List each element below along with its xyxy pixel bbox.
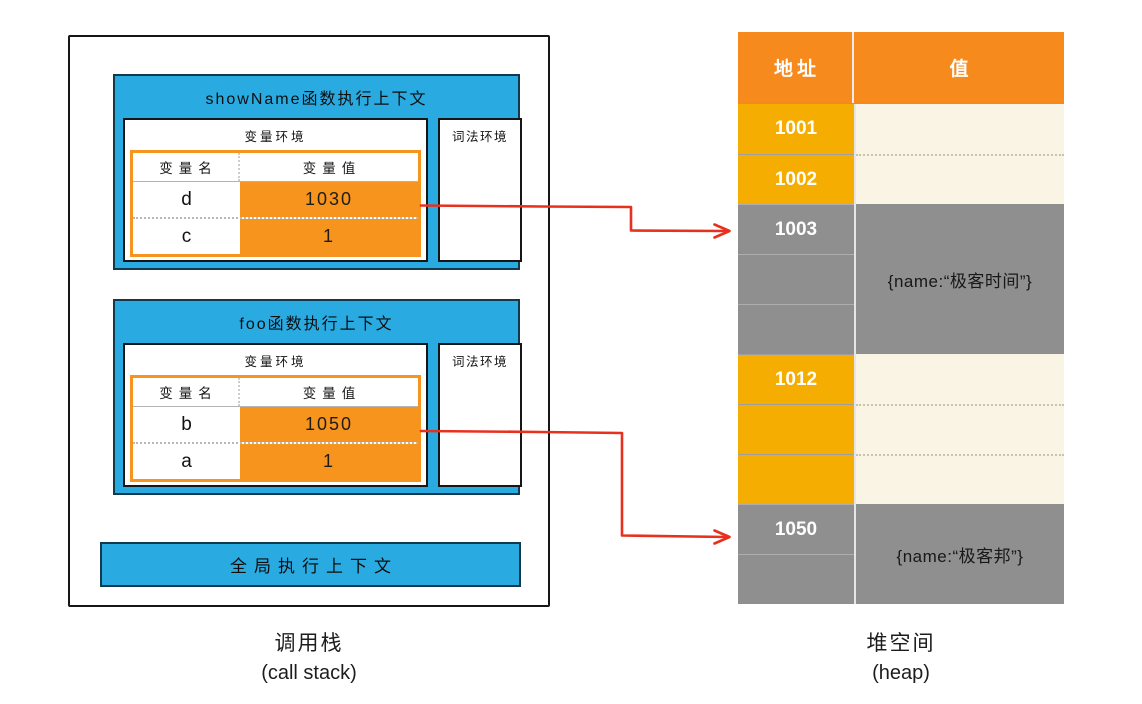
variable-value-cell: 1030 xyxy=(240,182,418,217)
arrowhead-icon xyxy=(713,529,731,545)
heap-address-cell: 1003 xyxy=(738,204,854,254)
heap-object-value-cell: {name:“极客邦”} xyxy=(856,504,1064,604)
variable-environment-box: 变量环境 变量名 变量值 d 1030 c 1 xyxy=(123,118,428,262)
caption-en: (call stack) xyxy=(261,662,357,684)
heap-address-cell: 1012 xyxy=(738,354,854,404)
variable-table: 变量名 变量值 d 1030 c 1 xyxy=(130,150,421,257)
variable-table-header: 变量名 变量值 xyxy=(133,153,418,182)
caption-en: (heap) xyxy=(872,662,930,684)
variable-name-cell: d xyxy=(133,182,240,217)
heap-address-cell xyxy=(738,304,854,354)
caption-zh: 调用栈 xyxy=(274,632,344,655)
variable-value-cell: 1050 xyxy=(240,407,418,442)
variable-name-cell: a xyxy=(133,444,240,479)
call-stack-container: showName函数执行上下文 变量环境 变量名 变量值 d 1030 c 1 xyxy=(68,35,550,607)
heap-value-header: 值 xyxy=(949,59,969,80)
heap-caption: 堆空间 (heap) xyxy=(781,627,1021,685)
variable-environment-label: 变量环境 xyxy=(244,355,307,369)
variable-name-cell: c xyxy=(133,219,240,254)
heap-object-value-cell: {name:“极客时间”} xyxy=(856,204,1064,354)
heap-address-cell: 1002 xyxy=(738,154,854,204)
variable-value-cell: 1 xyxy=(240,444,418,479)
variable-environment-box: 变量环境 变量名 变量值 b 1050 a 1 xyxy=(123,343,428,487)
variable-environment-label: 变量环境 xyxy=(244,130,307,144)
variable-name-header: 变量名 xyxy=(133,153,240,181)
lexical-environment-label: 词法环境 xyxy=(451,130,508,144)
heap-table: 地址 值 1001 1002 1003 1012 1050 {name:“极客时… xyxy=(738,32,1064,604)
arrowhead-icon xyxy=(713,223,731,239)
caption-zh: 堆空间 xyxy=(866,632,936,655)
variable-value-header: 变量值 xyxy=(302,386,362,401)
variable-table: 变量名 变量值 b 1050 a 1 xyxy=(130,375,421,482)
heap-address-cell xyxy=(738,554,854,604)
heap-value-column: {name:“极客时间”} {name:“极客邦”} xyxy=(854,104,1064,604)
heap-address-cell xyxy=(738,404,854,454)
variable-value-header: 变量值 xyxy=(302,161,362,176)
lexical-environment-box: 词法环境 xyxy=(438,118,522,262)
variable-name-cell: b xyxy=(133,407,240,442)
variable-row: a 1 xyxy=(133,442,418,479)
heap-value-cell-empty xyxy=(856,404,1064,454)
call-stack-caption: 调用栈 (call stack) xyxy=(189,627,429,685)
heap-value-cell-empty xyxy=(856,154,1064,204)
variable-row: d 1030 xyxy=(133,182,418,217)
heap-address-cell: 1001 xyxy=(738,104,854,154)
variable-row: c 1 xyxy=(133,217,418,254)
global-execution-context-bar: 全局执行上下文 xyxy=(100,542,521,587)
heap-address-cell: 1050 xyxy=(738,504,854,554)
heap-address-column: 1001 1002 1003 1012 1050 xyxy=(738,104,854,604)
heap-address-cell xyxy=(738,454,854,504)
heap-body: 1001 1002 1003 1012 1050 {name:“极客时间”} {… xyxy=(738,104,1064,604)
lexical-environment-label: 词法环境 xyxy=(451,355,508,369)
variable-table-header: 变量名 变量值 xyxy=(133,378,418,407)
variable-name-header: 变量名 xyxy=(133,378,240,406)
execution-context-showname: showName函数执行上下文 变量环境 变量名 变量值 d 1030 c 1 xyxy=(113,74,522,270)
heap-value-cell-empty xyxy=(856,104,1064,154)
heap-address-header: 地址 xyxy=(738,32,854,103)
heap-address-cell xyxy=(738,254,854,304)
heap-value-cell-empty xyxy=(856,354,1064,404)
context-title: showName函数执行上下文 xyxy=(205,91,428,108)
variable-value-cell: 1 xyxy=(240,219,418,254)
context-title: foo函数执行上下文 xyxy=(239,316,394,333)
heap-value-cell-empty xyxy=(856,454,1064,504)
lexical-environment-box: 词法环境 xyxy=(438,343,522,487)
variable-row: b 1050 xyxy=(133,407,418,442)
heap-header-row: 地址 值 xyxy=(738,32,1064,104)
execution-context-foo: foo函数执行上下文 变量环境 变量名 变量值 b 1050 a 1 xyxy=(113,299,522,495)
